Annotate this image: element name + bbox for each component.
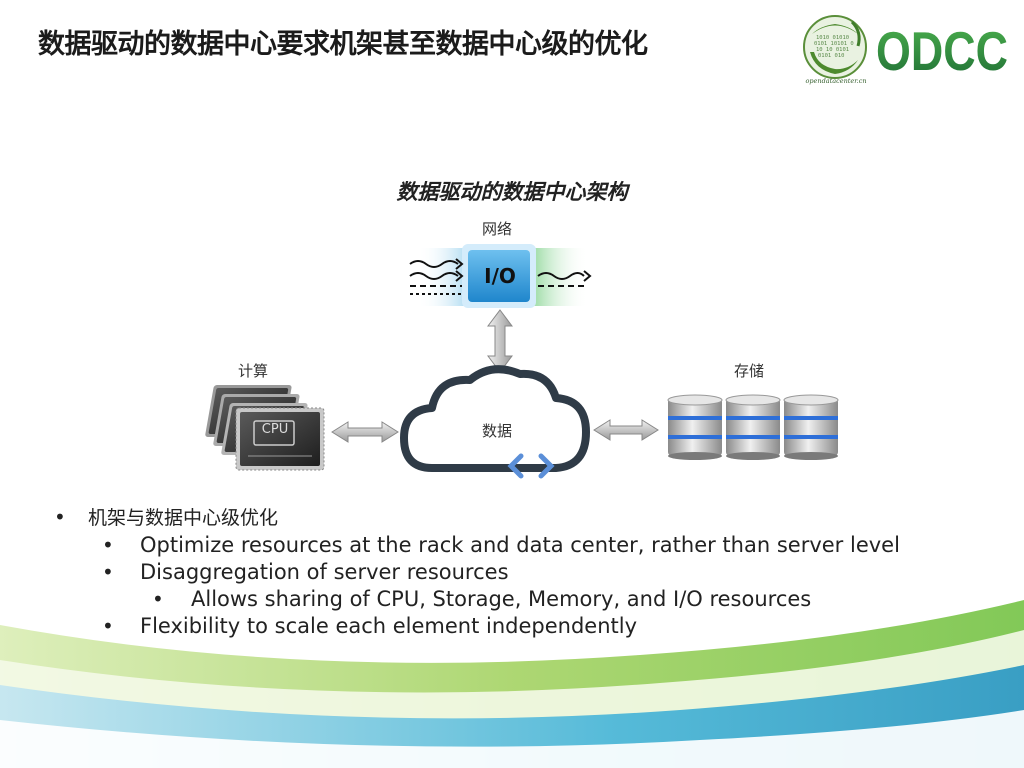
- compute-data-arrow: [332, 422, 398, 442]
- bullet-item: •Allows sharing of CPU, Storage, Memory,…: [48, 586, 1008, 613]
- bullet-item: •机架与数据中心级优化: [48, 504, 1008, 532]
- cpu-label: CPU: [262, 422, 288, 437]
- network-data-arrow: [488, 310, 512, 372]
- bullet-item: •Disaggregation of server resources: [48, 559, 1008, 586]
- bullet-item: •Optimize resources at the rack and data…: [48, 532, 1008, 559]
- storage-data-arrow: [594, 420, 658, 440]
- data-cloud: [404, 369, 586, 468]
- io-label: I/O: [484, 264, 516, 288]
- storage-disks-icon: [668, 395, 838, 460]
- bullet-item: •Flexibility to scale each element indep…: [48, 613, 1008, 640]
- network-label: 网络: [482, 218, 512, 239]
- storage-label: 存储: [734, 360, 764, 381]
- data-label: 数据: [482, 420, 512, 441]
- compute-label: 计算: [238, 360, 268, 381]
- bullet-list: •机架与数据中心级优化 •Optimize resources at the r…: [48, 504, 1008, 640]
